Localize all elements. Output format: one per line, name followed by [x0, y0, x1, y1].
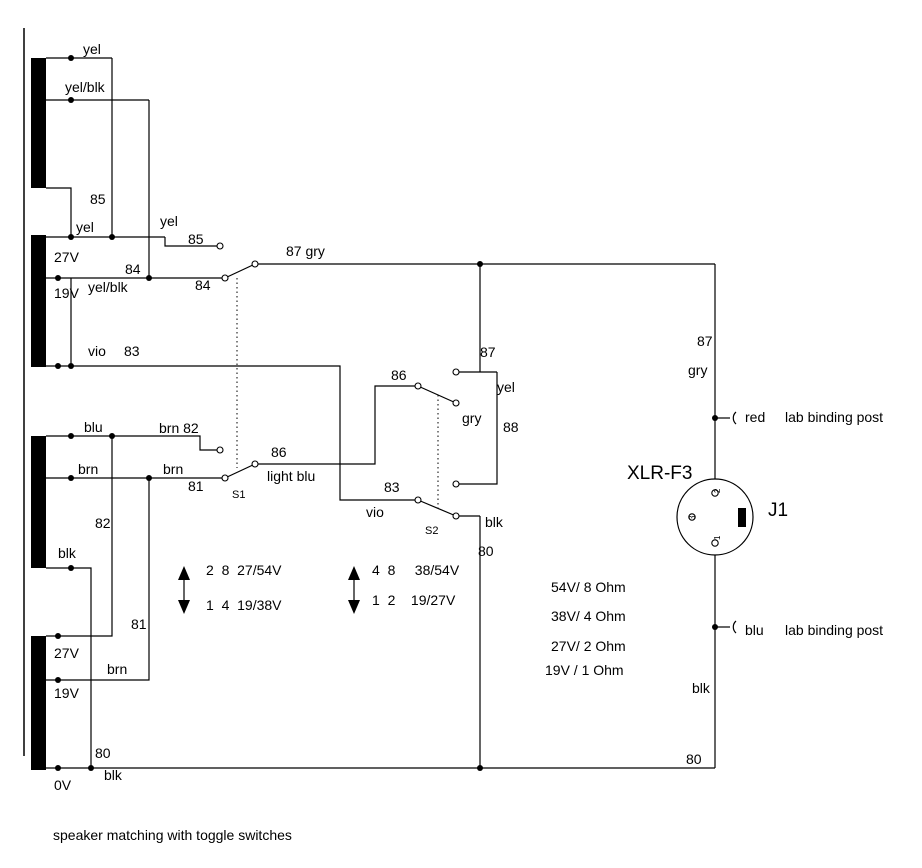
s1-label-84: 84 [195, 277, 211, 293]
label-yelblk: yel/blk [88, 279, 129, 295]
s1-label-87-gry: 87 gry [286, 243, 325, 259]
label-red-binding-post: lab binding post [785, 409, 883, 425]
label-brn: brn [78, 461, 98, 477]
label-blk-bottom: blk [104, 767, 123, 783]
s1-up-position: 2 8 27/54V [206, 562, 282, 578]
label-blu-binding-post: lab binding post [785, 622, 883, 638]
label-84-tap: 84 [125, 261, 141, 277]
winding-bar [31, 235, 46, 367]
label-brn-lower: brn [107, 661, 127, 677]
label-red: red [745, 409, 765, 425]
s1-label-81: 81 [188, 478, 204, 494]
output-wiring [714, 264, 737, 768]
label-19v-lower: 19V [54, 685, 80, 701]
arrow-up-icon [178, 566, 190, 580]
s1-label-86: 86 [271, 444, 287, 460]
connector-name: XLR-F3 [627, 463, 692, 484]
label-85-tap: 85 [90, 191, 106, 207]
label-81-tap: 81 [131, 616, 147, 632]
label-yelblk-top: yel/blk [65, 79, 106, 95]
xlr-pin-1: 1 [713, 535, 722, 540]
winding-bar [31, 436, 46, 568]
s2-label-83: 83 [384, 479, 400, 495]
xlr-pin-3: 3 [688, 515, 697, 520]
arrow-down-icon [178, 600, 190, 614]
xlr-pin-2: 2 [713, 488, 722, 493]
impedance-38v: 38V/ 4 Ohm [551, 608, 626, 624]
s2-label-blk: blk [485, 514, 504, 530]
diagram-caption: speaker matching with toggle switches [53, 827, 292, 843]
label-yel-top: yel [83, 41, 101, 57]
label-19v-upper: 19V [54, 285, 80, 301]
s1-label-light-blu: light blu [267, 468, 315, 484]
label-80-tap: 80 [95, 745, 111, 761]
impedance-27v: 27V/ 2 Ohm [551, 638, 626, 654]
label-blk: blk [58, 545, 77, 561]
xlr-connector: 2 3 1 [676, 478, 754, 556]
switch-terminals [216, 242, 460, 520]
connector-ref: J1 [768, 500, 788, 521]
s1-down-position: 1 4 19/38V [206, 597, 282, 613]
s2-label-gry: gry [462, 410, 481, 426]
winding-bar [31, 636, 46, 770]
winding-bar [31, 58, 46, 188]
label-82-tap: 82 [95, 515, 111, 531]
s2-label-88: 88 [503, 419, 519, 435]
connector-key [738, 508, 746, 527]
s1-label-yel: yel [160, 213, 178, 229]
conn-label-gry: gry [688, 362, 707, 378]
label-vio: vio [88, 343, 106, 359]
impedance-19v: 19V / 1 Ohm [545, 662, 624, 678]
switch-s1 [224, 263, 715, 479]
s2-label-yel: yel [497, 379, 515, 395]
label-83-tap: 83 [124, 343, 140, 359]
conn-label-87: 87 [697, 333, 713, 349]
s1-label-85: 85 [188, 231, 204, 247]
s2-label-vio: vio [366, 504, 384, 520]
switch-s2 [417, 264, 498, 768]
s2-name: S2 [425, 525, 438, 537]
label-0v: 0V [54, 777, 72, 793]
s1-label-brn-82: brn 82 [159, 420, 199, 436]
upper-secondary-wiring [46, 57, 418, 501]
s2-label-80: 80 [478, 543, 494, 559]
s2-label-86: 86 [391, 367, 407, 383]
s2-label-87: 87 [480, 344, 496, 360]
junction-dots [55, 55, 718, 771]
arrow-down-icon [348, 600, 360, 614]
s1-label-brn: brn [163, 461, 183, 477]
label-27v-lower: 27V [54, 645, 80, 661]
s1-name: S1 [232, 489, 245, 501]
s2-up-position: 4 8 38/54V [372, 562, 460, 578]
label-blu: blu [84, 419, 103, 435]
label-27v-upper: 27V [54, 249, 80, 265]
label-yel: yel [76, 219, 94, 235]
conn-label-80: 80 [686, 751, 702, 767]
lower-secondary-wiring [46, 435, 715, 769]
conn-label-blk: blk [692, 680, 711, 696]
arrow-up-icon [348, 566, 360, 580]
s2-down-position: 1 2 19/27V [372, 592, 456, 608]
label-blu-post: blu [745, 622, 764, 638]
impedance-54v: 54V/ 8 Ohm [551, 579, 626, 595]
position-arrows [178, 566, 360, 614]
